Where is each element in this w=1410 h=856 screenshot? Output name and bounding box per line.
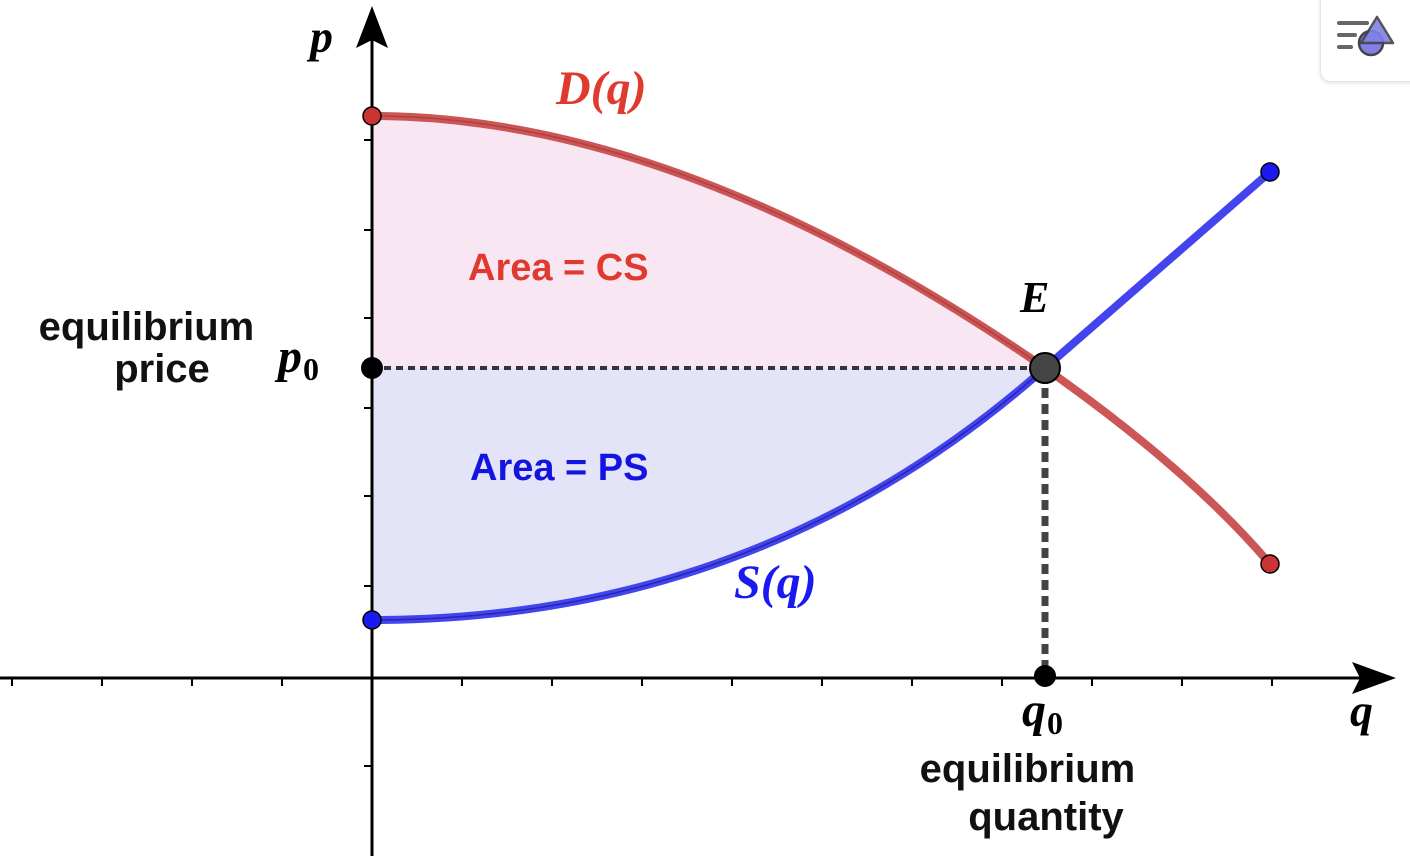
equilibrium-point[interactable] [1029,352,1061,384]
supply-end-point[interactable] [1260,162,1280,182]
quantity-caption: equilibrium quantity [920,747,1147,839]
consumer-surplus-label: Area = CS [468,247,649,289]
graphics-style-icon [1337,15,1395,57]
consumer-surplus-region [372,116,1045,368]
demand-label: D(q) [555,62,647,115]
x-axis-arrow-icon [1352,662,1396,694]
quantity-symbol: q0 [1022,684,1063,741]
producer-surplus-label: Area = PS [470,447,649,489]
price-caption: equilibrium price [39,305,266,391]
y-axis-label: p [306,11,333,62]
graphics-style-button[interactable] [1320,0,1410,82]
supply-start-point[interactable] [362,610,382,630]
y-axis-arrow-icon [356,6,388,48]
demand-start-point[interactable] [362,106,382,126]
y-axis-ticks [364,139,372,767]
price-symbol: p0 [274,330,319,387]
demand-end-point[interactable] [1260,554,1280,574]
price-axis-point[interactable] [361,357,383,379]
x-axis-ticks [11,678,1273,686]
x-axis-label: q [1350,685,1373,736]
supply-label: S(q) [734,556,817,609]
quantity-axis-point[interactable] [1034,665,1056,687]
equilibrium-label: E [1019,273,1049,322]
producer-surplus-region [372,368,1045,620]
